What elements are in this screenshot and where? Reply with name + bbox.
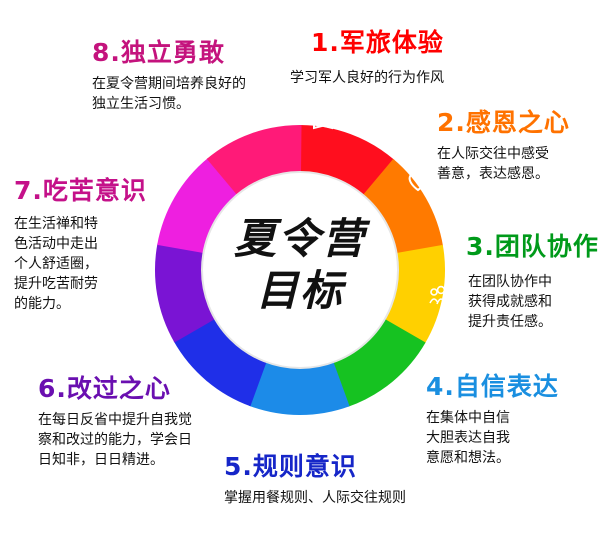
goal-3-title: 3.团队协作 bbox=[466, 232, 599, 261]
ring-segment bbox=[248, 361, 350, 415]
team-icon bbox=[429, 285, 453, 305]
goal-5-desc: 掌握用餐规则、人际交往规则 bbox=[224, 488, 406, 508]
goal-6-title: 6.改过之心 bbox=[38, 374, 171, 403]
goal-7-desc-line: 个人舒适圈， bbox=[14, 256, 98, 272]
center-circle bbox=[201, 171, 399, 369]
goal-5-desc-line: 掌握用餐规则、人际交往规则 bbox=[224, 490, 406, 506]
ring-segment bbox=[384, 244, 446, 344]
goal-3: 3.团队协作 bbox=[466, 232, 599, 262]
goal-1: 1.军旅体验 bbox=[311, 28, 444, 58]
goal-7-desc-line: 提升吃苦耐劳 bbox=[14, 276, 98, 292]
goal-2-desc-line: 在人际交往中感受 bbox=[437, 146, 549, 162]
goal-7-desc-line: 色活动中走出 bbox=[14, 236, 98, 252]
center-label: 夏令营 目标 bbox=[210, 213, 390, 317]
goal-4-title: 4.自信表达 bbox=[426, 372, 559, 401]
goal-8-desc: 在夏令营期间培养良好的 独立生活习惯。 bbox=[92, 74, 246, 114]
goal-4-desc: 在集体中自信 大胆表达自我 意愿和想法。 bbox=[426, 408, 559, 468]
goal-6-desc-line: 日知非，日日精进。 bbox=[38, 452, 164, 468]
goal-2: 2.感恩之心 在人际交往中感受 善意，表达感恩。 bbox=[437, 108, 570, 184]
ring-segment bbox=[157, 157, 238, 253]
goal-3-desc-line: 提升责任感。 bbox=[468, 314, 552, 330]
goal-8-desc-line: 独立生活习惯。 bbox=[92, 96, 190, 112]
ring-segment bbox=[206, 125, 302, 195]
goal-6-desc: 在每日反省中提升自我觉 察和改过的能力，学会日 日知非，日日精进。 bbox=[38, 410, 192, 470]
goal-2-desc-line: 善意，表达感恩。 bbox=[437, 166, 549, 182]
goal-7-desc: 在生活禅和特 色活动中走出 个人舒适圈， 提升吃苦耐劳 的能力。 bbox=[14, 214, 147, 314]
boxing-glove-icon bbox=[200, 129, 219, 151]
goal-8-title: 8.独立勇敢 bbox=[92, 38, 225, 67]
microphone-icon bbox=[372, 392, 392, 414]
goal-5-title: 5.规则意识 bbox=[224, 452, 357, 481]
center-title-line1: 夏令营 bbox=[233, 214, 366, 263]
goal-4-desc-line: 在集体中自信 bbox=[426, 410, 510, 426]
goal-4: 4.自信表达 在集体中自信 大胆表达自我 意愿和想法。 bbox=[426, 372, 559, 468]
goal-4-desc-line: 意愿和想法。 bbox=[426, 450, 510, 466]
goal-1-title: 1.军旅体验 bbox=[311, 28, 444, 57]
goal-7-desc-line: 的能力。 bbox=[14, 296, 70, 312]
goal-8: 8.独立勇敢 在夏令营期间培养良好的 独立生活习惯。 bbox=[92, 38, 246, 114]
goal-7-title: 7.吃苦意识 bbox=[14, 176, 147, 205]
hand-icon bbox=[130, 225, 144, 246]
ring-segment bbox=[155, 243, 216, 343]
cycle-icon bbox=[150, 342, 170, 362]
goal-6: 6.改过之心 在每日反省中提升自我觉 察和改过的能力，学会日 日知非，日日精进。 bbox=[38, 374, 192, 470]
goal-7-desc-line: 在生活禅和特 bbox=[14, 216, 98, 232]
goal-1-desc-line: 学习军人良好的行为作风 bbox=[290, 70, 444, 86]
goal-3-desc: 在团队协作中 获得成就感和 提升责任感。 bbox=[468, 272, 552, 332]
goal-8-desc-line: 在夏令营期间培养良好的 bbox=[92, 76, 246, 92]
ring-segment bbox=[362, 158, 444, 254]
center-title-line2: 目标 bbox=[255, 266, 344, 315]
book-icon bbox=[313, 109, 333, 130]
goal-1-desc: 学习军人良好的行为作风 bbox=[290, 68, 444, 88]
goal-3-desc-line: 获得成就感和 bbox=[468, 294, 552, 310]
heart-icon bbox=[408, 173, 428, 192]
goal-2-desc: 在人际交往中感受 善意，表达感恩。 bbox=[437, 144, 570, 184]
goal-2-title: 2.感恩之心 bbox=[437, 108, 570, 137]
goal-7: 7.吃苦意识 在生活禅和特 色活动中走出 个人舒适圈， 提升吃苦耐劳 的能力。 bbox=[14, 176, 147, 314]
ring-segment bbox=[173, 318, 267, 407]
ruler-icon bbox=[252, 414, 276, 438]
ring-segment bbox=[300, 125, 395, 196]
goal-4-desc-line: 大胆表达自我 bbox=[426, 430, 510, 446]
ring-segment bbox=[332, 319, 426, 407]
goal-6-desc-line: 察和改过的能力，学会日 bbox=[38, 432, 192, 448]
goal-3-desc-line: 在团队协作中 bbox=[468, 274, 552, 290]
goal-6-desc-line: 在每日反省中提升自我觉 bbox=[38, 412, 192, 428]
goal-5: 5.规则意识 掌握用餐规则、人际交往规则 bbox=[224, 452, 406, 508]
